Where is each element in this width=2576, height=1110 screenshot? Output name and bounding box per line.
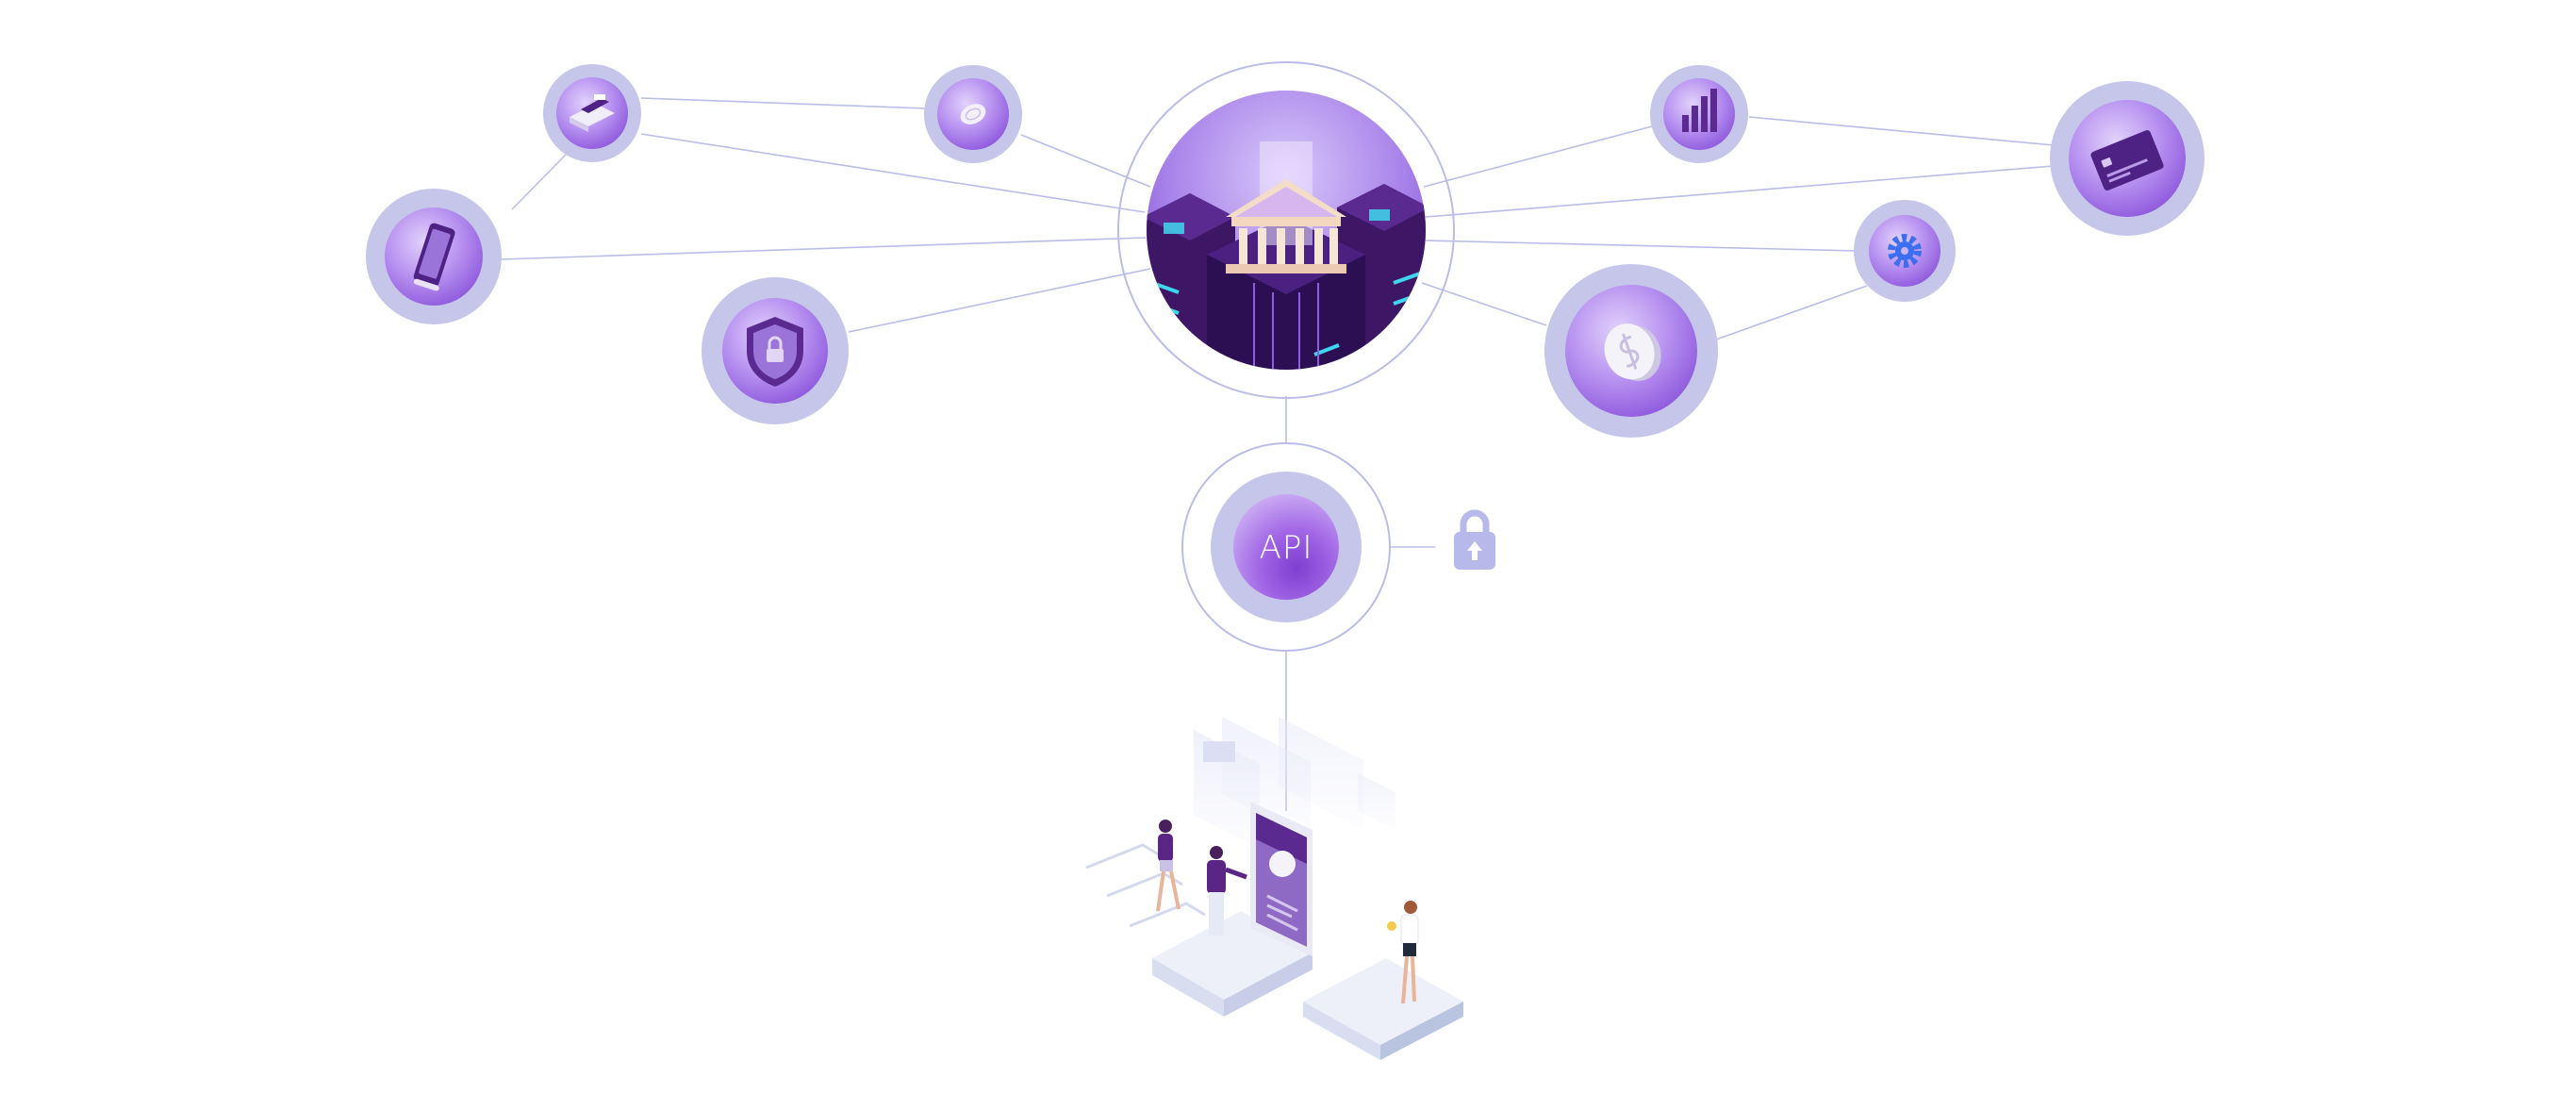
- person-2: [1207, 846, 1247, 936]
- api-label: API: [1260, 529, 1313, 567]
- dollar-coin-icon: [1604, 323, 1661, 381]
- link-card-hub: [1425, 165, 2055, 218]
- link-gear-dollar: [1715, 285, 1868, 340]
- credit-card-node: [2050, 81, 2204, 236]
- person-1: [1156, 820, 1181, 912]
- card-terminal-icon: [570, 94, 615, 132]
- gear-icon: [1888, 234, 1922, 268]
- person-3: [1387, 901, 1419, 1004]
- link-terminal-hub: [640, 133, 1146, 213]
- link-phone-hub: [501, 237, 1147, 260]
- credit-card-icon: [2090, 130, 2164, 191]
- bar-chart-node: [1650, 65, 1748, 163]
- coin-icon: [960, 104, 986, 124]
- link-card-chart: [1748, 116, 2055, 146]
- link-coin-hub: [1020, 134, 1151, 188]
- link-terminal-coin: [640, 97, 927, 109]
- people-mobile-app-icon: [1085, 717, 1463, 1060]
- link-chart-hub: [1423, 125, 1653, 188]
- phone-node: [366, 189, 502, 324]
- bank-hub-node: [1117, 61, 1455, 399]
- api-node: API: [1181, 442, 1391, 652]
- card-terminal-node: [543, 64, 641, 162]
- bar-chart-icon: [1682, 89, 1717, 132]
- padlock-icon: [1454, 509, 1495, 570]
- smartphone-icon: [413, 223, 455, 291]
- bank-building-icon: [1147, 141, 1426, 370]
- connection-lines: [501, 97, 2055, 811]
- link-shield-hub: [848, 268, 1151, 333]
- link-terminal-phone: [511, 152, 569, 210]
- shield-lock-icon: [747, 317, 803, 387]
- shield-node: [702, 277, 849, 424]
- link-dollar-hub: [1421, 282, 1547, 326]
- link-gear-hub: [1425, 240, 1857, 252]
- coin-small-node: [924, 65, 1022, 163]
- dollar-coin-node: [1544, 264, 1718, 438]
- gear-node: [1854, 200, 1956, 302]
